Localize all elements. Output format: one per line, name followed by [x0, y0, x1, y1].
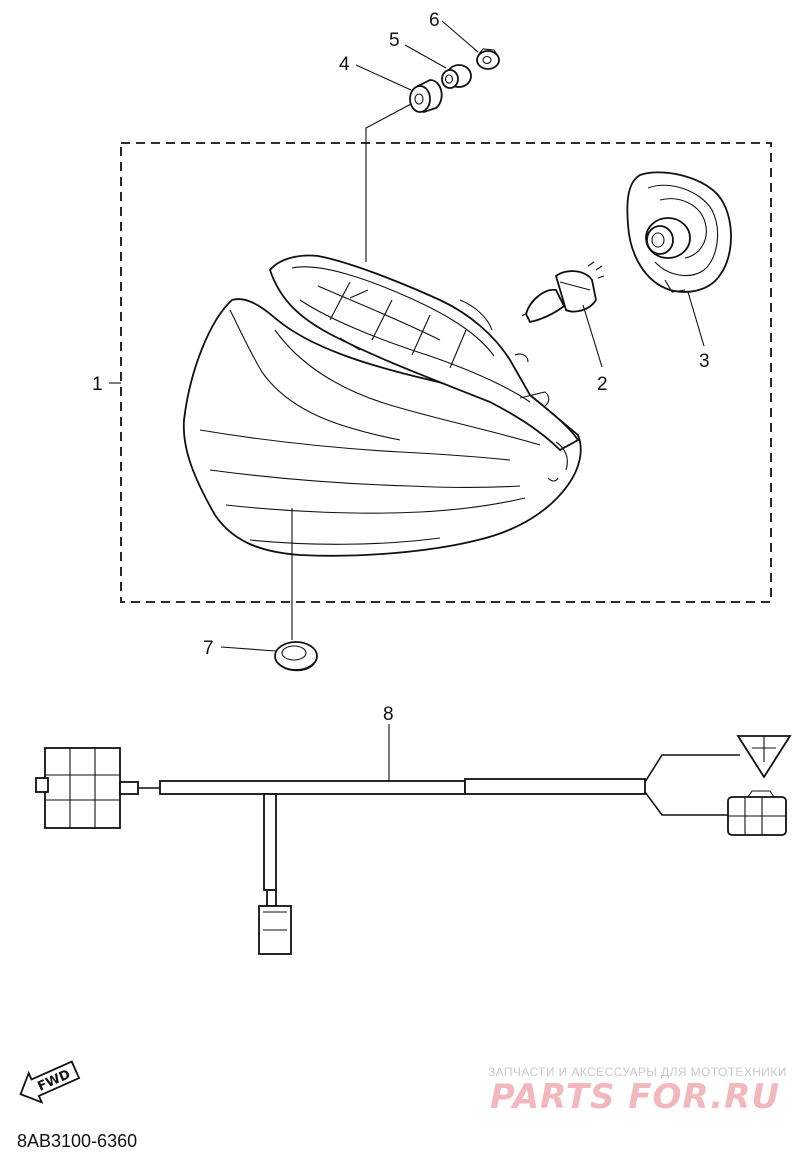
- part-label-4: 4: [339, 54, 350, 75]
- part-label-6: 6: [429, 10, 440, 31]
- headlight-housing: [182, 254, 582, 557]
- part-3-socket-cover: [626, 171, 732, 293]
- part-7-grommet: [274, 641, 318, 672]
- part-label-5: 5: [389, 30, 400, 51]
- part-8-wire-harness: [35, 735, 792, 955]
- part-2-bulb: [521, 261, 605, 324]
- leader-lines: [109, 20, 705, 785]
- part-5-collar: [441, 64, 472, 89]
- part-label-1: 1: [92, 374, 103, 395]
- watermark-caption: ЗАПЧАСТИ И АКСЕССУАРЫ ДЛЯ МОТОТЕХНИКИ: [488, 1065, 787, 1079]
- part-label-8: 8: [383, 704, 394, 725]
- watermark-brand: PARTS FOR.RU: [490, 1077, 780, 1117]
- drawing-code: 8AB3100-6360: [17, 1131, 137, 1151]
- part-label-7: 7: [203, 638, 214, 659]
- part-4-grommet: [409, 79, 443, 114]
- part-label-2: 2: [597, 374, 608, 395]
- watermark: ЗАПЧАСТИ И АКСЕССУАРЫ ДЛЯ МОТОТЕХНИКИ PA…: [488, 1065, 787, 1117]
- fwd-arrow-icon: FWD: [19, 1060, 81, 1104]
- assembly-boundary: [120, 142, 772, 603]
- part-label-3: 3: [699, 351, 710, 372]
- part-6-nut: [476, 48, 500, 70]
- part-labels: 1 2 3 4 5 6 7 8: [92, 10, 710, 725]
